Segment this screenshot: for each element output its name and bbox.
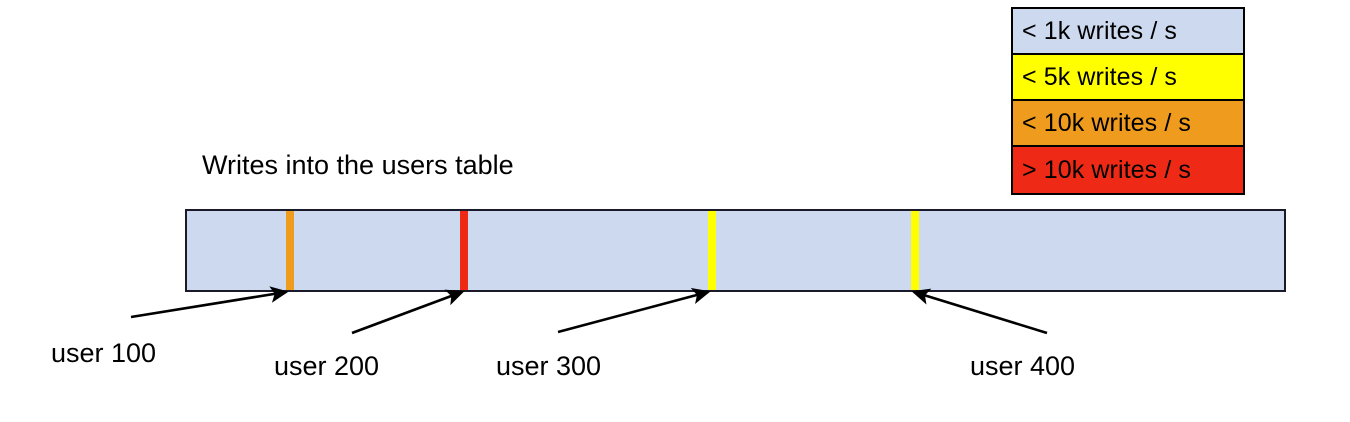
user-400-stripe bbox=[911, 211, 919, 290]
callout-label-user-100: user 100 bbox=[51, 338, 157, 368]
diagram-title: Writes into the users table bbox=[202, 150, 514, 180]
legend-label-under-5k: < 5k writes / s bbox=[1022, 62, 1178, 91]
legend-row-under-10k: < 10k writes / s bbox=[1013, 101, 1243, 147]
legend-label-under-1k: < 1k writes / s bbox=[1022, 16, 1178, 45]
legend-row-under-1k: < 1k writes / s bbox=[1013, 9, 1243, 55]
user-100-arrow bbox=[130, 286, 289, 319]
legend-row-over-10k: > 10k writes / s bbox=[1013, 147, 1243, 193]
callout-label-user-300: user 300 bbox=[496, 351, 602, 381]
user-100-stripe bbox=[286, 211, 294, 290]
legend-label-over-10k: > 10k writes / s bbox=[1022, 155, 1192, 184]
legend: < 1k writes / s < 5k writes / s < 10k wr… bbox=[1011, 7, 1245, 195]
callout-label-user-200: user 200 bbox=[274, 351, 380, 381]
user-200-arrow bbox=[351, 289, 465, 335]
user-200-stripe bbox=[460, 211, 468, 290]
callout-label-user-400: user 400 bbox=[970, 351, 1076, 381]
legend-label-under-10k: < 10k writes / s bbox=[1022, 108, 1192, 137]
users-table-bar-body bbox=[185, 209, 1286, 292]
user-300-stripe bbox=[708, 211, 716, 290]
users-table-bar bbox=[185, 209, 1286, 292]
legend-row-under-5k: < 5k writes / s bbox=[1013, 55, 1243, 101]
user-300-arrow bbox=[557, 287, 711, 334]
user-400-arrow bbox=[911, 288, 1048, 335]
